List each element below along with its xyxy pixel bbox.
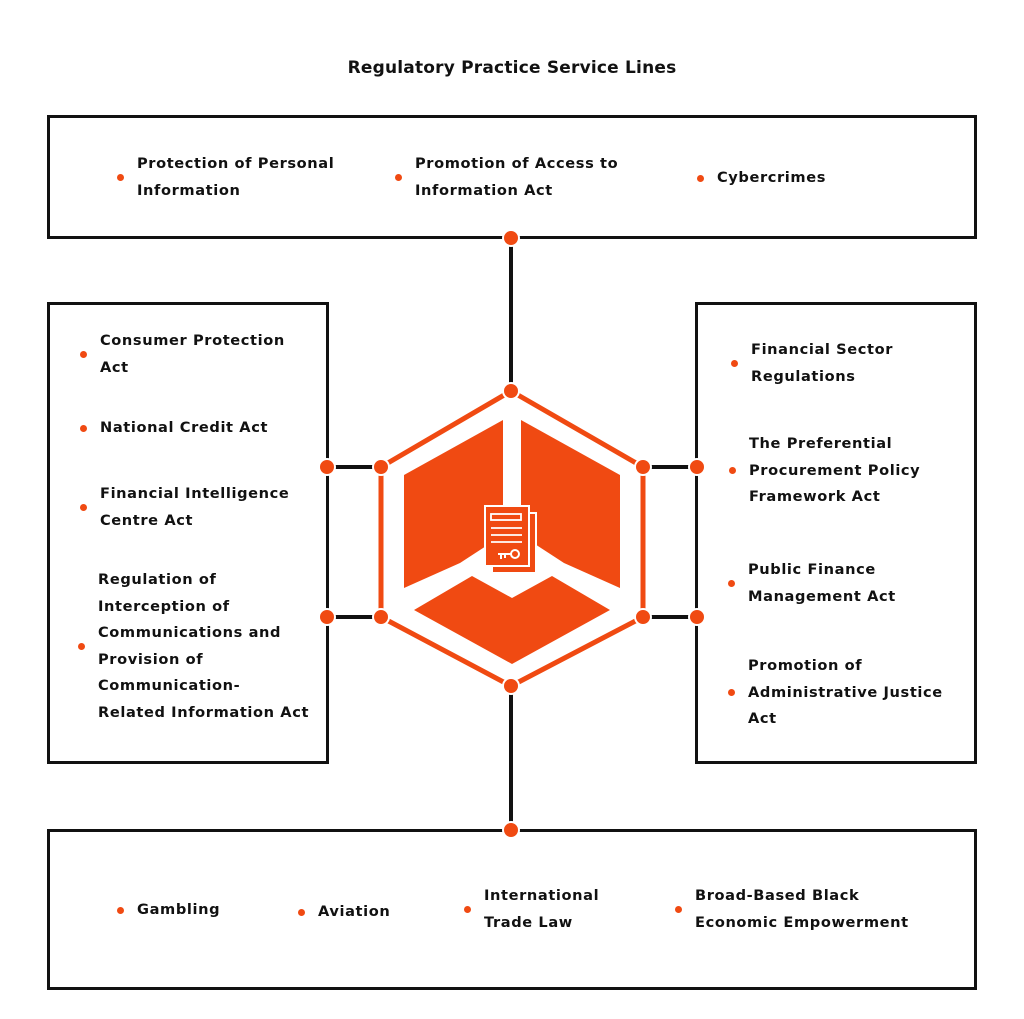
bottom-service-box [47, 829, 977, 990]
service-item: Financial Intelligence Centre Act [79, 481, 289, 534]
left-service-box [47, 302, 329, 764]
service-item: Promotion of Access to Information Act [394, 151, 618, 204]
dot-hex-right-upper [634, 458, 652, 476]
service-item: Gambling [116, 897, 220, 924]
service-item: International Trade Law [463, 883, 599, 936]
dot-hex-right-lower [634, 608, 652, 626]
hexagon-blocks [404, 420, 620, 664]
dot-hex-bottom [502, 677, 520, 695]
service-item: The Preferential Procurement Policy Fram… [728, 431, 920, 511]
block-bottom [414, 576, 610, 664]
connector-lines [327, 238, 697, 830]
service-item: Public Finance Management Act [728, 557, 896, 610]
service-item: Regulation of Interception of Communicat… [77, 567, 309, 726]
hexagon-outline [378, 388, 646, 689]
dot-hex-left-upper [372, 458, 390, 476]
service-item: Promotion of Administrative Justice Act [728, 653, 943, 733]
document-key-icon [484, 505, 537, 574]
service-item: National Credit Act [79, 415, 268, 442]
block-left [404, 420, 503, 588]
junction-dots [318, 229, 706, 839]
service-item: Broad-Based Black Economic Empowerment [675, 883, 909, 936]
top-service-box [47, 115, 977, 239]
service-item: Consumer Protection Act [80, 328, 285, 381]
diagram-title: Regulatory Practice Service Lines [347, 58, 677, 78]
service-item: Protection of Personal Information [116, 151, 334, 204]
dot-hex-left-lower [372, 608, 390, 626]
block-right [521, 420, 620, 588]
right-service-box [695, 302, 977, 764]
service-item: Aviation [297, 899, 390, 926]
service-item: Financial Sector Regulations [730, 337, 893, 390]
dot-hex-top [502, 382, 520, 400]
service-item: Cybercrimes [696, 165, 826, 192]
